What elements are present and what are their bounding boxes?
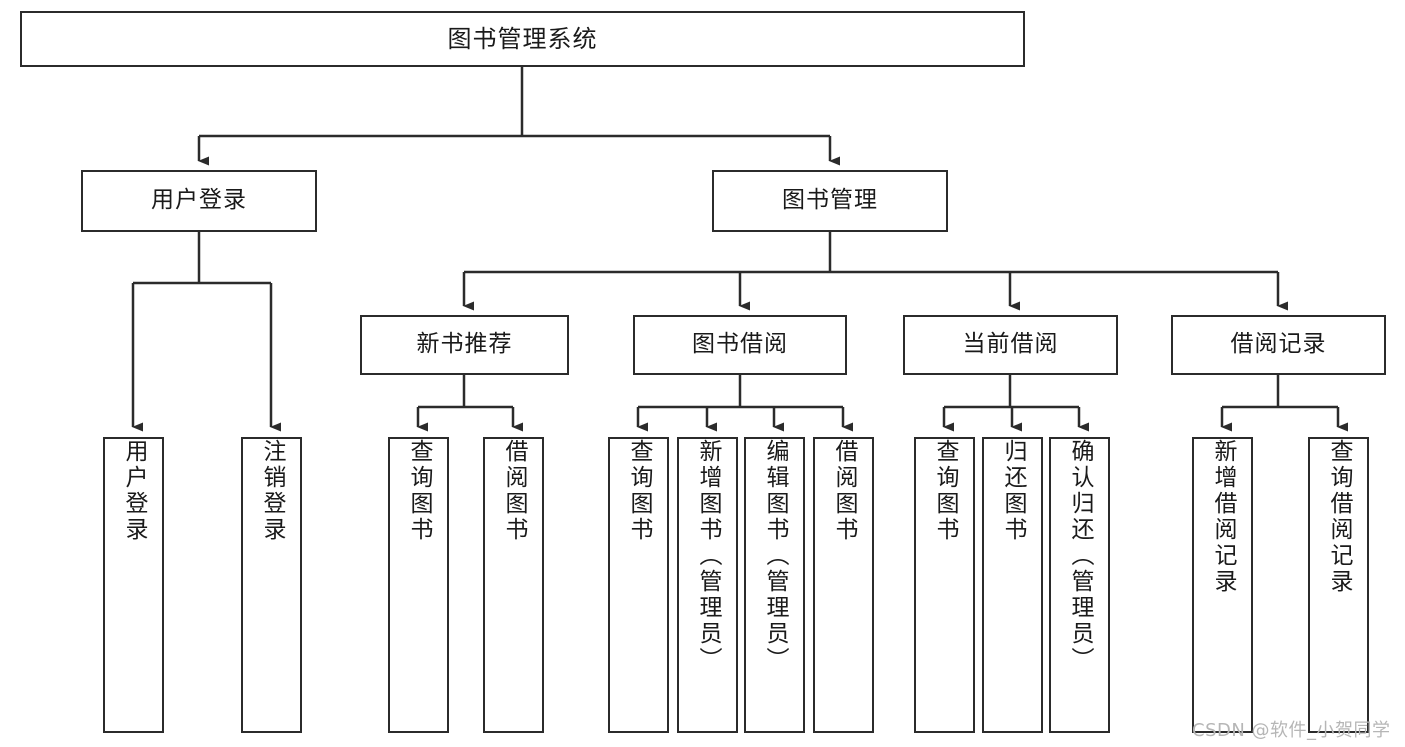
node-leaf-return-book[interactable]: 归还图书 [982,437,1043,733]
node-leaf-add-book[interactable]: 新增图书（管理员） [677,437,738,733]
node-leaf-user-login-label: 用户登录 [121,439,147,543]
node-leaf-query-record-label: 查询借阅记录 [1326,439,1352,595]
node-leaf-add-record-label: 新增借阅记录 [1210,439,1236,595]
node-leaf-borrow-book-2-label: 借阅图书 [831,439,857,543]
node-root[interactable]: 图书管理系统 [20,11,1025,67]
node-user-login-label: 用户登录 [151,187,247,214]
node-leaf-query-book-1-label: 查询图书 [406,439,432,543]
node-book-manage-label: 图书管理 [782,187,878,214]
node-leaf-query-record[interactable]: 查询借阅记录 [1308,437,1369,733]
node-leaf-borrow-book-1-label: 借阅图书 [501,439,527,543]
node-user-login[interactable]: 用户登录 [81,170,317,232]
node-leaf-add-book-label: 新增图书（管理员） [695,439,721,673]
node-leaf-confirm-return[interactable]: 确认归还（管理员） [1049,437,1110,733]
node-leaf-add-record[interactable]: 新增借阅记录 [1192,437,1253,733]
node-book-manage[interactable]: 图书管理 [712,170,948,232]
node-leaf-edit-book-label: 编辑图书（管理员） [762,439,788,673]
csdn-watermark: CSDN @软件_小贺同学 [1192,720,1391,741]
node-new-book-rec[interactable]: 新书推荐 [360,315,569,375]
node-leaf-logout[interactable]: 注销登录 [241,437,302,733]
node-leaf-edit-book[interactable]: 编辑图书（管理员） [744,437,805,733]
node-borrow-record[interactable]: 借阅记录 [1171,315,1386,375]
node-leaf-borrow-book-2[interactable]: 借阅图书 [813,437,874,733]
node-book-borrow-label: 图书借阅 [692,331,788,358]
node-leaf-query-book-3-label: 查询图书 [932,439,958,543]
node-root-label: 图书管理系统 [447,24,598,53]
node-new-book-rec-label: 新书推荐 [416,331,513,358]
node-leaf-query-book-3[interactable]: 查询图书 [914,437,975,733]
node-current-borrow-label: 当前借阅 [962,331,1059,358]
node-book-borrow[interactable]: 图书借阅 [633,315,847,375]
node-leaf-borrow-book-1[interactable]: 借阅图书 [483,437,544,733]
node-leaf-query-book-2-label: 查询图书 [626,439,652,543]
node-leaf-return-book-label: 归还图书 [1000,439,1026,543]
node-leaf-user-login[interactable]: 用户登录 [103,437,164,733]
node-leaf-query-book-2[interactable]: 查询图书 [608,437,669,733]
node-borrow-record-label: 借阅记录 [1230,331,1327,358]
node-leaf-query-book-1[interactable]: 查询图书 [388,437,449,733]
node-leaf-confirm-return-label: 确认归还（管理员） [1067,439,1093,673]
node-current-borrow[interactable]: 当前借阅 [903,315,1118,375]
node-leaf-logout-label: 注销登录 [259,439,285,543]
